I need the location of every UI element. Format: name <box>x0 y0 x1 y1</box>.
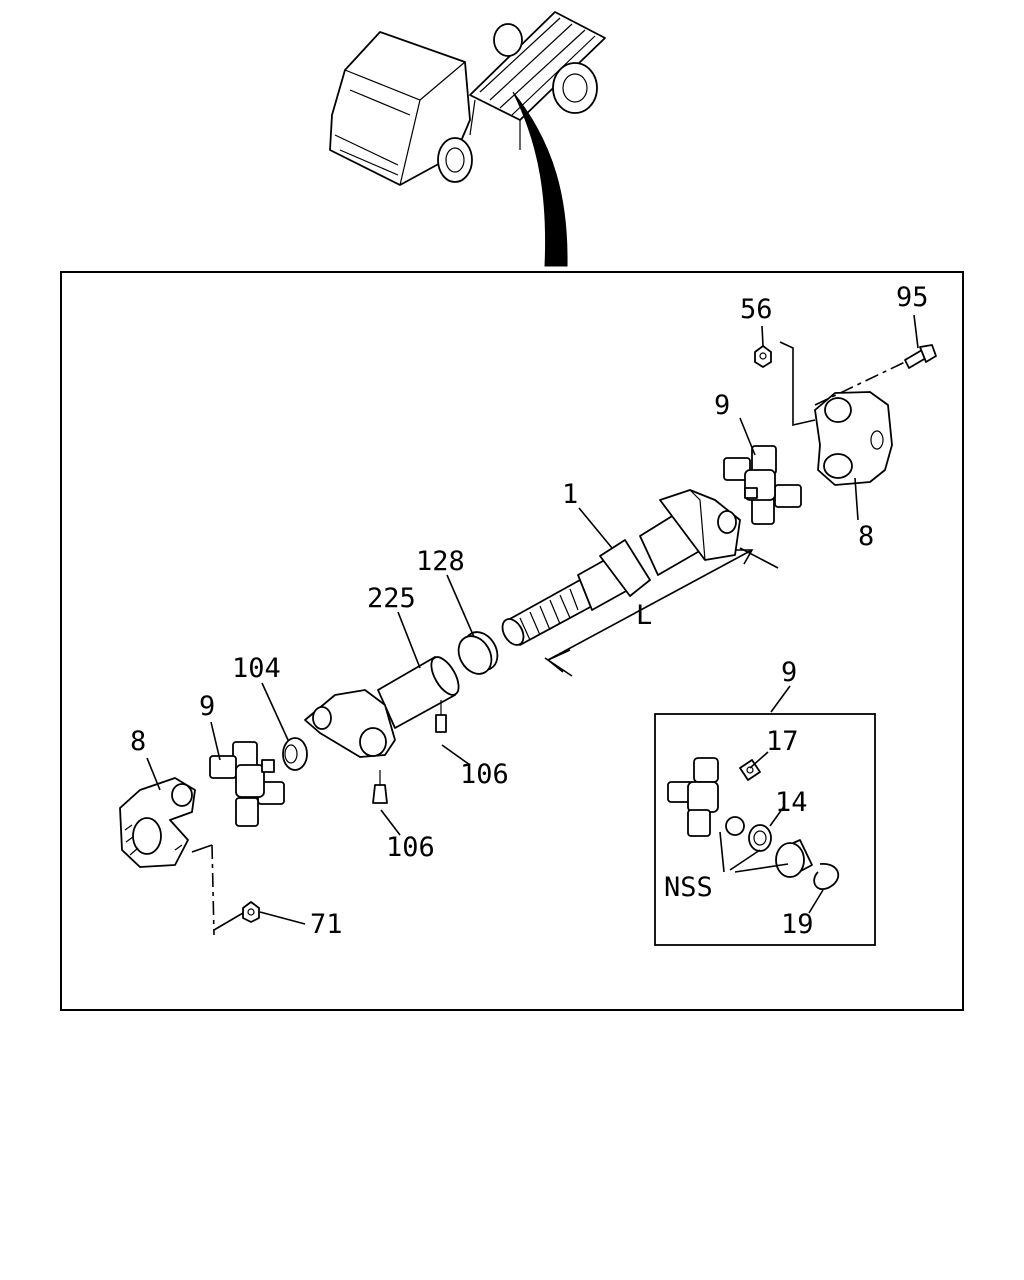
inset-seal-14 <box>748 824 772 852</box>
callout-8-right: 8 <box>858 521 874 552</box>
callout-1: 1 <box>562 479 578 510</box>
callout-17: 17 <box>766 726 799 757</box>
main-diagram-frame <box>60 271 964 1011</box>
bracket-71 <box>191 844 244 931</box>
grease-fitting-106-upper <box>435 700 447 733</box>
slip-yoke-225 <box>304 656 460 758</box>
inset-frame <box>654 713 876 946</box>
callout-106-upper: 106 <box>460 759 509 790</box>
flange-yoke-8-left <box>119 777 196 868</box>
seal-128 <box>457 631 499 675</box>
callout-95: 95 <box>896 282 929 313</box>
callout-8-left: 8 <box>130 726 146 757</box>
inset-grease-fitting-17 <box>739 759 761 781</box>
inset-universal-joint-9 <box>667 757 745 837</box>
callout-106-lower: 106 <box>386 832 435 863</box>
callout-225: 225 <box>367 583 416 614</box>
callout-104: 104 <box>232 653 281 684</box>
flange-yoke-8-right <box>814 391 893 486</box>
nut-71 <box>242 901 260 923</box>
callout-19: 19 <box>781 909 814 940</box>
callout-128: 128 <box>416 546 465 577</box>
leader-56 <box>779 341 816 427</box>
callout-56: 56 <box>740 294 773 325</box>
bolt-95 <box>904 344 937 369</box>
leader-lines <box>146 314 919 925</box>
propeller-shaft-1 <box>501 489 741 646</box>
dimension-L-label: L <box>636 600 652 631</box>
inset-snap-ring-19 <box>813 863 840 890</box>
grease-fitting-106-lower <box>372 770 388 804</box>
callout-14: 14 <box>775 787 808 818</box>
centerline-71 <box>211 844 215 936</box>
dimension-L-arrow: L <box>544 547 779 677</box>
inset-note-nss: NSS <box>664 872 713 903</box>
callout-9-left: 9 <box>199 691 215 722</box>
universal-joint-9-right <box>723 445 802 525</box>
universal-joint-9-left <box>209 741 285 827</box>
callout-9-inset: 9 <box>781 657 797 688</box>
nut-56 <box>754 345 772 368</box>
centerline-95 <box>814 361 906 406</box>
bearing-104 <box>282 737 308 771</box>
callout-9-right: 9 <box>714 390 730 421</box>
truck-location-illustration <box>329 11 606 267</box>
inset-bearing-cup <box>775 839 813 878</box>
callout-71: 71 <box>310 909 343 940</box>
